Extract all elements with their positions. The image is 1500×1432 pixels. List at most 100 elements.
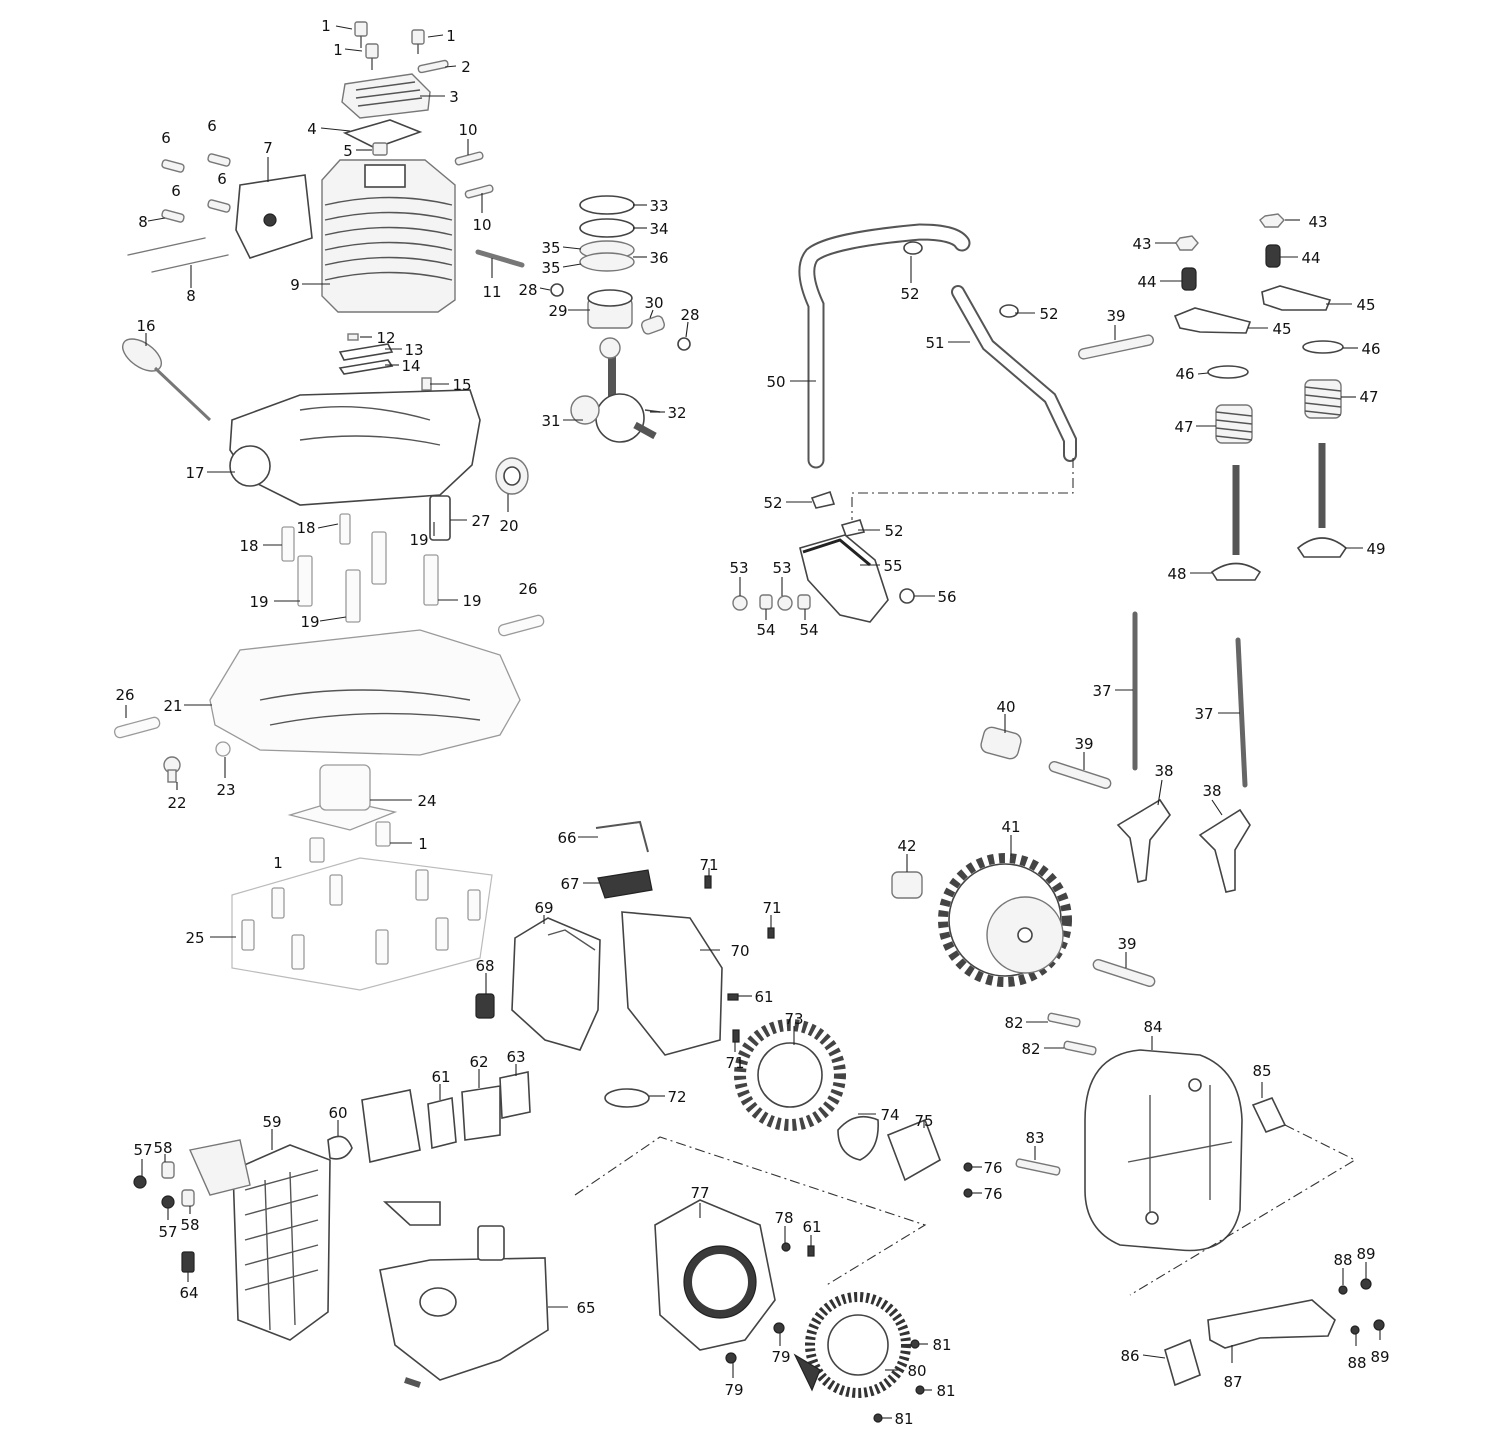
part-13 xyxy=(338,343,394,361)
washer-56 xyxy=(899,588,915,604)
callout-label: 18 xyxy=(296,519,315,537)
callout-label: 19 xyxy=(249,593,268,611)
callout-label: 81 xyxy=(932,1336,951,1354)
callout-label: 8 xyxy=(138,213,148,231)
bushing-40 xyxy=(980,726,1022,760)
callout-label: 32 xyxy=(667,404,686,422)
callout-label: 19 xyxy=(409,531,428,549)
washer-23 xyxy=(215,741,231,757)
part-68 xyxy=(475,993,495,1019)
callout-label: 37 xyxy=(1092,682,1111,700)
bolt-83 xyxy=(1015,1158,1061,1176)
callout-label: 58 xyxy=(180,1216,199,1234)
muffler xyxy=(1084,1049,1243,1252)
bolt-82a xyxy=(1047,1012,1081,1028)
cover-gasket xyxy=(342,119,423,149)
callout-label: 61 xyxy=(754,988,773,1006)
callout-label: 64 xyxy=(179,1284,198,1302)
stud-6c xyxy=(161,209,185,223)
callout-label: 21 xyxy=(163,697,182,715)
piston-rings xyxy=(579,195,635,272)
callout-label: 53 xyxy=(772,559,791,577)
screw-79a xyxy=(773,1322,785,1334)
part-12 xyxy=(347,333,359,341)
callout-label: 67 xyxy=(560,875,579,893)
callout-label: 52 xyxy=(900,285,919,303)
pin-2 xyxy=(417,59,449,74)
callout-label: 24 xyxy=(417,792,436,810)
callout-label: 85 xyxy=(1252,1062,1271,1080)
callout-label: 17 xyxy=(185,464,204,482)
callout-label: 39 xyxy=(1074,735,1093,753)
crankshaft xyxy=(570,337,657,443)
clamp-52d xyxy=(840,519,866,537)
callout-label: 41 xyxy=(1001,818,1020,836)
bushing-42 xyxy=(891,871,923,899)
callout-label: 18 xyxy=(239,537,258,555)
callout-label: 44 xyxy=(1301,249,1320,267)
callout-label: 51 xyxy=(925,334,944,352)
callout-label: 42 xyxy=(897,837,916,855)
callout-label: 77 xyxy=(690,1184,709,1202)
dipstick xyxy=(122,338,212,422)
callout-label: 16 xyxy=(136,317,155,335)
callout-label: 61 xyxy=(802,1218,821,1236)
callout-label: 79 xyxy=(771,1348,790,1366)
part-72 xyxy=(604,1088,650,1108)
stud-6a xyxy=(161,159,185,173)
callout-label: 6 xyxy=(217,170,227,188)
callout-label: 83 xyxy=(1025,1129,1044,1147)
screw-53a xyxy=(732,595,748,611)
callout-label: 81 xyxy=(894,1410,913,1428)
callout-label: 14 xyxy=(401,357,420,375)
spacer-54b xyxy=(797,594,811,610)
callout-label: 47 xyxy=(1174,418,1193,436)
callout-label: 81 xyxy=(936,1382,955,1400)
callout-label: 19 xyxy=(462,592,481,610)
callout-label: 43 xyxy=(1308,213,1327,231)
callout-label: 76 xyxy=(983,1159,1002,1177)
callout-label: 46 xyxy=(1361,340,1380,358)
wire-66 xyxy=(595,820,649,853)
callout-label: 31 xyxy=(541,412,560,430)
screw-71c xyxy=(732,1029,740,1043)
spring-44a xyxy=(1181,267,1197,291)
callout-labels: 1 1 1 2 3 4 5 6 6 6 6 7 8 8 9 10 10 11 1… xyxy=(115,17,1389,1428)
callout-label: 71 xyxy=(699,856,718,874)
callout-label: 10 xyxy=(458,121,477,139)
nut-57b xyxy=(161,1195,175,1209)
cover-67 xyxy=(597,869,653,899)
callout-label: 36 xyxy=(649,249,668,267)
oil-seal xyxy=(495,457,529,495)
gasket-86 xyxy=(1164,1338,1201,1387)
pin-30 xyxy=(640,315,666,335)
rod-8b xyxy=(151,254,229,273)
drain-bolt xyxy=(163,756,181,783)
tappet-38b xyxy=(1198,808,1251,893)
callout-label: 19 xyxy=(300,613,319,631)
stud-6d xyxy=(207,199,231,213)
callout-label: 52 xyxy=(884,522,903,540)
callout-label: 43 xyxy=(1132,235,1151,253)
cup-75 xyxy=(886,1118,941,1182)
callout-label: 33 xyxy=(649,197,668,215)
callout-label: 57 xyxy=(158,1223,177,1241)
rod-8a xyxy=(127,237,206,256)
screw-76a xyxy=(963,1162,973,1172)
starter-housing xyxy=(654,1199,776,1351)
callout-label: 40 xyxy=(996,698,1015,716)
callout-label: 12 xyxy=(376,329,395,347)
callout-label: 48 xyxy=(1167,565,1186,583)
screw-71a xyxy=(704,875,712,889)
callout-label: 26 xyxy=(115,686,134,704)
valve-cover xyxy=(341,73,431,119)
callout-label: 6 xyxy=(207,117,217,135)
callout-label: 39 xyxy=(1117,935,1136,953)
carburetor xyxy=(379,1201,549,1388)
rocker-45a xyxy=(1173,307,1252,334)
breather-separator xyxy=(799,534,889,623)
spacer-54a xyxy=(759,594,773,610)
pin-26a xyxy=(497,614,545,637)
oil-pan xyxy=(209,629,521,756)
parts-artwork xyxy=(113,21,1385,1423)
